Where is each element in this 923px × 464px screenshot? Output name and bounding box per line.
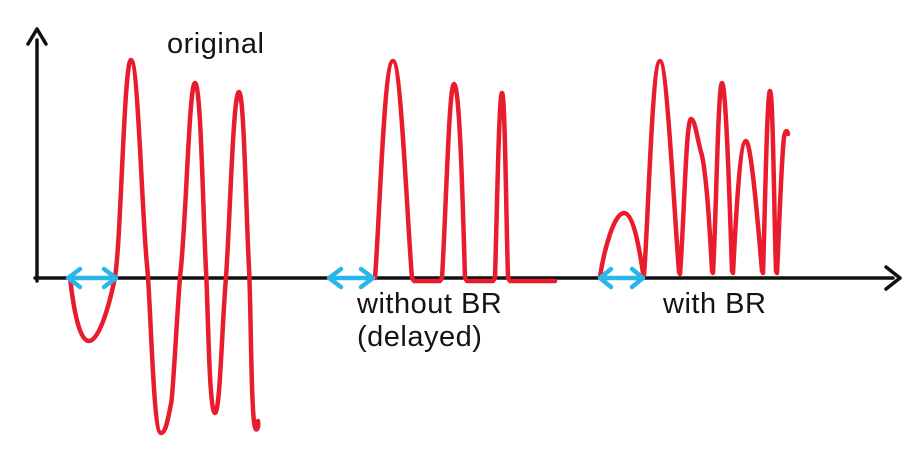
y-axis-arrowhead-icon: [26, 27, 48, 46]
label-without-br-line2: (delayed): [357, 321, 483, 353]
waveform-without-br: [372, 58, 558, 284]
x-axis-arrowhead-icon: [884, 265, 902, 291]
label-without-br-line1: without BR: [357, 288, 503, 320]
waveform-with-br: [597, 58, 791, 280]
label-with-br: with BR: [663, 288, 767, 320]
delay-arrow-original-icon: [65, 266, 119, 290]
delay-arrow-without-br-icon: [326, 266, 376, 290]
waveform-original: [67, 57, 261, 436]
delay-arrow-with-br-icon: [597, 266, 646, 290]
label-original: original: [167, 28, 265, 60]
label-without-br: without BR (delayed): [357, 288, 502, 354]
